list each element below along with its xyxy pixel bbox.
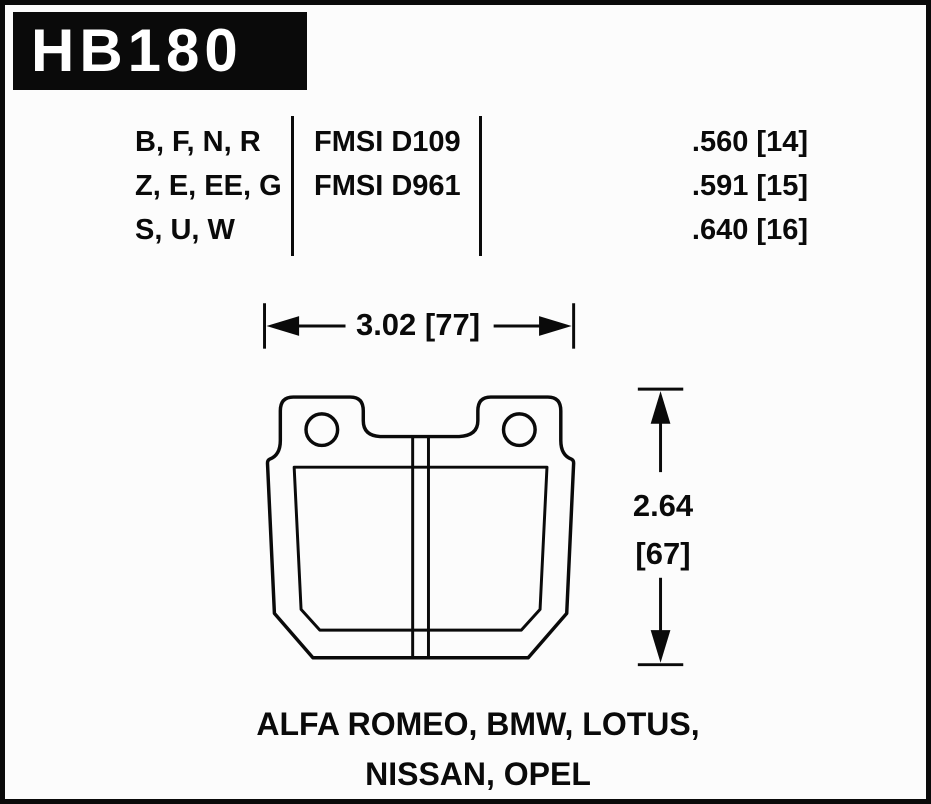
width-arrow-right-icon [539, 316, 572, 336]
compound-codes-column: B, F, N, R Z, E, EE, G S, U, W [135, 120, 290, 252]
applications-line-1: ALFA ROMEO, BMW, LOTUS, [256, 706, 700, 742]
pad-thickness-row-3: .640 [16] [691, 214, 808, 246]
vehicle-applications: ALFA ROMEO, BMW, LOTUS, NISSAN, OPEL [178, 699, 778, 799]
height-dimension [637, 387, 684, 667]
mounting-hole-right-icon [501, 412, 537, 448]
table-divider-left [291, 116, 294, 256]
fmsi-row-2: FMSI D961 [314, 170, 461, 202]
mounting-hole-left-icon [304, 412, 340, 448]
table-divider-right [479, 116, 482, 256]
width-dimension [263, 303, 576, 349]
part-number: HB180 [31, 17, 243, 84]
friction-surface-outline [292, 465, 549, 632]
pad-thickness-row-2: .591 [15] [691, 170, 808, 202]
compound-codes-row-1: B, F, N, R [135, 126, 261, 158]
pad-thickness-column: .560 [14] .591 [15] .640 [16] [640, 120, 808, 252]
height-arrow-down-icon [650, 630, 671, 663]
height-dimension-mm: [67] [635, 536, 691, 571]
width-dimension-label: 3.02 [77] [355, 307, 481, 342]
brake-pad-outline [265, 395, 576, 660]
applications-line-2: NISSAN, OPEL [365, 756, 591, 792]
pad-thickness-row-1: .560 [14] [691, 126, 808, 158]
height-arrow-up-icon [650, 391, 671, 424]
technical-drawing [263, 303, 684, 667]
fmsi-column: FMSI D109 FMSI D961 [314, 120, 474, 208]
height-dimension-label: 2.64 [67] [618, 482, 708, 578]
part-number-badge: HB180 [13, 12, 307, 90]
compound-codes-row-3: S, U, W [135, 214, 235, 246]
brake-pad-drawing [265, 395, 576, 660]
height-dimension-inches: 2.64 [632, 488, 694, 523]
fmsi-row-1: FMSI D109 [314, 126, 461, 158]
compound-codes-row-2: Z, E, EE, G [135, 170, 282, 202]
width-arrow-left-icon [266, 316, 300, 336]
